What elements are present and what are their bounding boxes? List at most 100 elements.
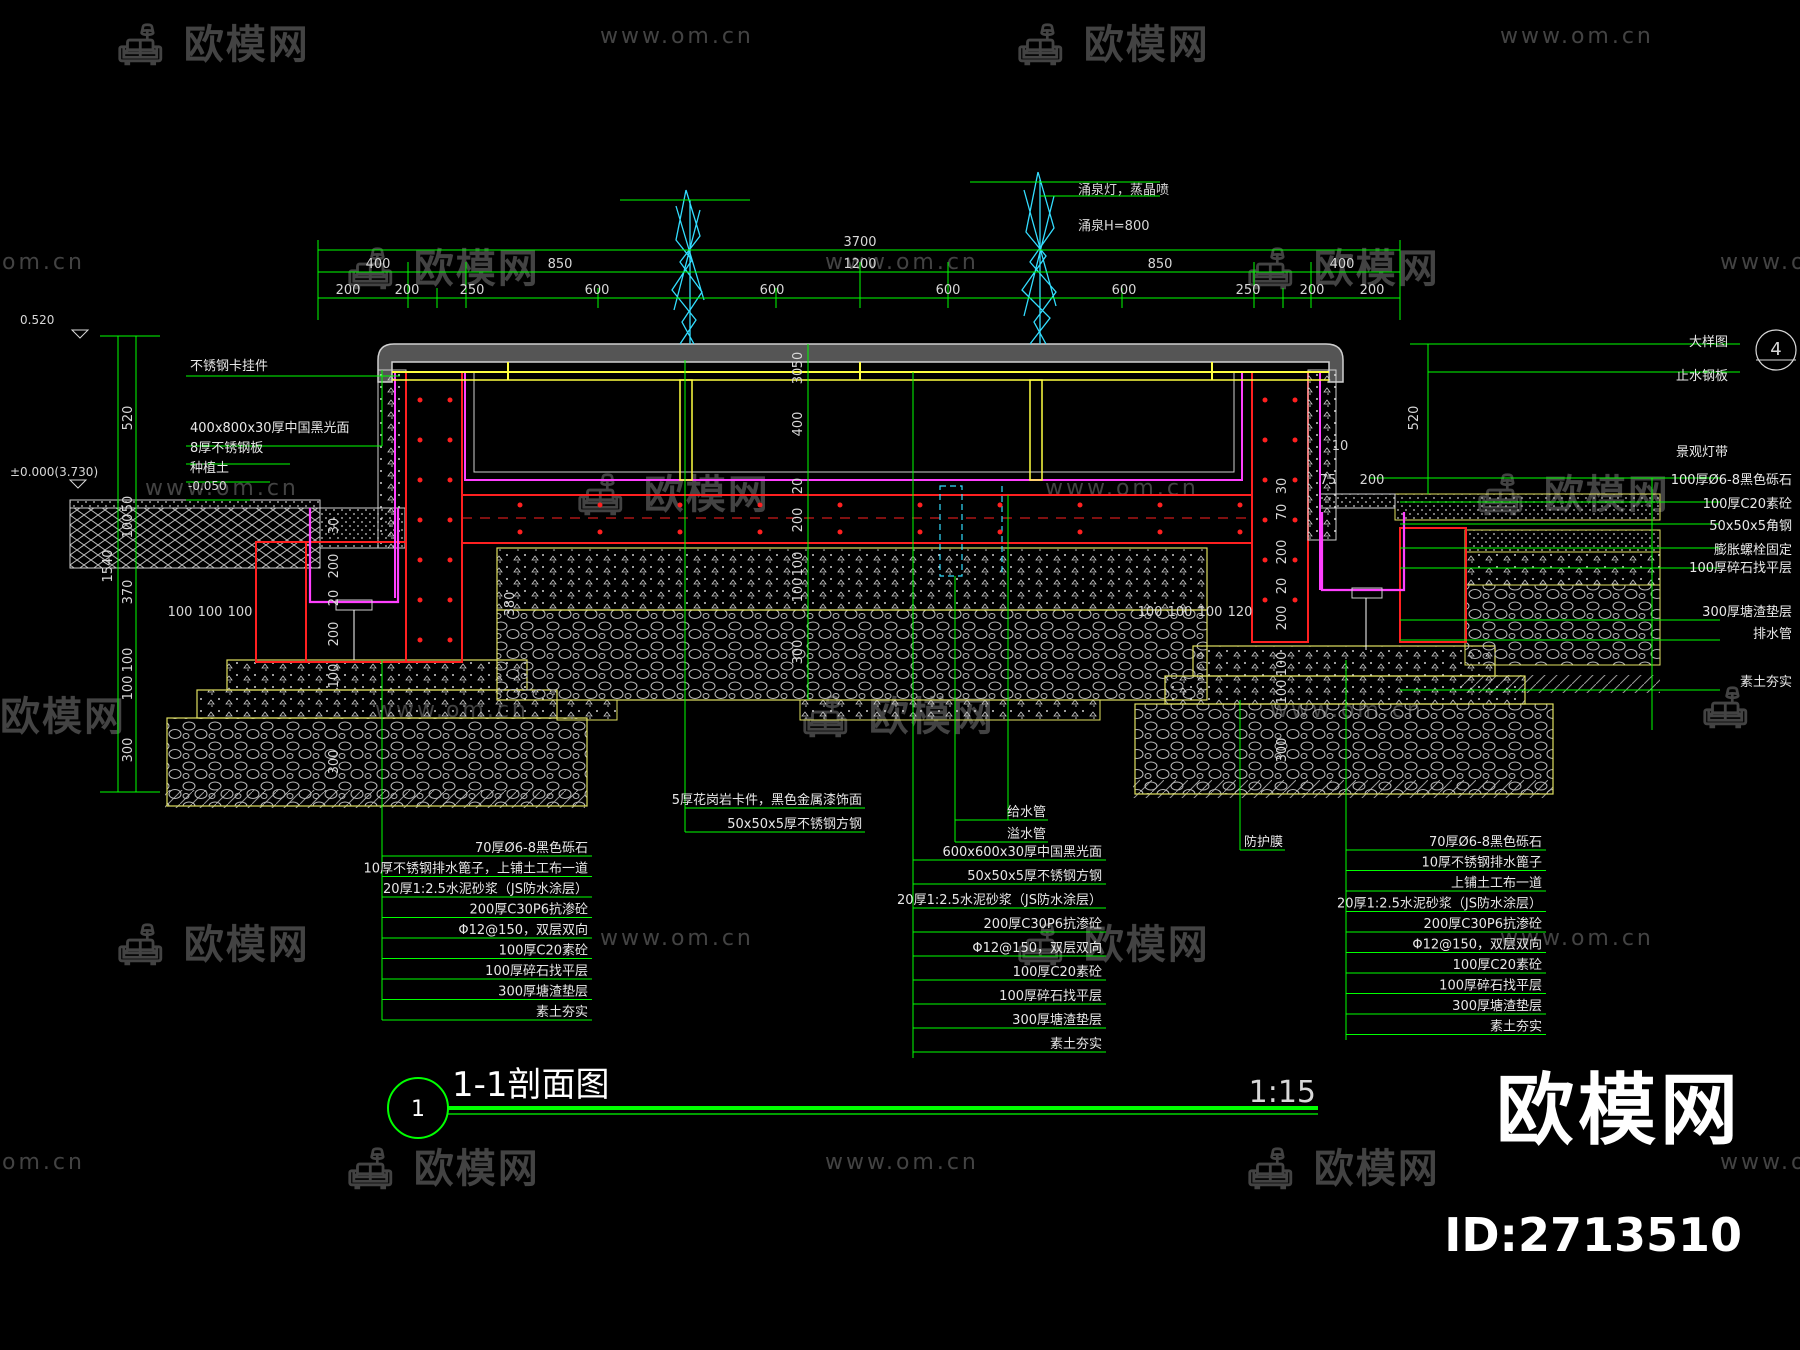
svg-text:大样图: 大样图 xyxy=(1689,335,1728,350)
watermark-url: www.om.cn xyxy=(600,24,754,49)
svg-text:100: 100 xyxy=(121,676,136,701)
watermark-url: www.om.cn xyxy=(1500,926,1654,951)
brand-logo: 欧模网 xyxy=(1495,1066,1742,1156)
svg-text:给水管: 给水管 xyxy=(1007,805,1046,820)
dim-row1: 400 xyxy=(1330,257,1355,272)
watermark-logo: 🛋 欧模网 xyxy=(1015,922,1210,968)
layer-label: 20厚1:2.5水泥砂浆（JS防水涂层） xyxy=(897,892,1102,908)
layer-label: 600x600x30厚中国黑光面 xyxy=(942,845,1102,860)
sofa-icon: 🛋 xyxy=(1015,22,1068,68)
layer-label: 上铺土工布一道 xyxy=(1451,876,1542,891)
svg-text:50: 50 xyxy=(121,496,136,513)
pool-structure xyxy=(255,343,1467,663)
svg-text:100: 100 xyxy=(198,605,223,620)
fountain-note: 涌泉H=800 xyxy=(1078,218,1149,234)
brand-id: ID:2713510 xyxy=(1444,1208,1742,1262)
level-ground: ±0.000(3.730) xyxy=(10,465,98,479)
watermark-url: om.cn xyxy=(2,250,85,275)
center-layer-labels: 600x600x30厚中国黑光面 50x50x5厚不锈钢方钢 20厚1:2.5水泥砂… xyxy=(897,845,1102,1052)
svg-text:种植土: 种植土 xyxy=(190,461,229,476)
svg-text:300: 300 xyxy=(1275,738,1290,763)
svg-text:止水钢板: 止水钢板 xyxy=(1676,369,1728,384)
left-foundation xyxy=(166,659,588,807)
dim-row2: 200 xyxy=(1360,283,1385,298)
dimension-labels: 3700 400 850 1200 850 400 200 200 250 60… xyxy=(336,182,1385,298)
detail-callout: 4 xyxy=(1755,329,1797,371)
svg-text:素土夯实: 素土夯实 xyxy=(1740,675,1792,690)
svg-text:不锈钢卡挂件: 不锈钢卡挂件 xyxy=(190,359,268,374)
watermark-logo: 🛋 xyxy=(1700,684,1753,731)
layer-label: 20厚1:2.5水泥砂浆（JS防水涂层） xyxy=(383,881,588,897)
drawing-scale: 1:15 xyxy=(1249,1075,1316,1110)
center-foundation xyxy=(496,547,1208,721)
dim-row1: 850 xyxy=(1148,257,1173,272)
svg-text:100: 100 xyxy=(327,664,342,689)
layer-label: 100厚C20素砼 xyxy=(1453,958,1542,973)
svg-text:30: 30 xyxy=(1275,478,1290,495)
dim-row2: 200 xyxy=(1300,283,1325,298)
center-layer-leaders xyxy=(913,859,1106,1053)
fountain-jets xyxy=(671,171,1057,345)
svg-text:8厚不锈钢板: 8厚不锈钢板 xyxy=(190,441,263,456)
svg-text:300: 300 xyxy=(791,640,806,665)
layer-label: 10厚不锈钢排水篦子 xyxy=(1421,856,1542,871)
svg-text:70: 70 xyxy=(1275,504,1290,521)
dim-row1: 400 xyxy=(366,257,391,272)
layer-label: 100厚碎石找平层 xyxy=(485,964,588,979)
svg-text:5厚花岗岩卡件，黑色金属漆饰面: 5厚花岗岩卡件，黑色金属漆饰面 xyxy=(672,792,862,808)
dim-row1: 850 xyxy=(548,257,573,272)
layer-label: 300厚塘渣垫层 xyxy=(498,984,588,1000)
svg-text:100: 100 xyxy=(791,578,806,603)
dim-row2: 200 xyxy=(395,283,420,298)
watermark-logo: 🛋 欧模网 xyxy=(1015,22,1210,68)
svg-text:100: 100 xyxy=(1275,652,1290,677)
vertical-dimension-labels: 520 50 100 370 100 100 300 1540 30 20 20… xyxy=(101,352,1422,775)
svg-text:300厚塘渣垫层: 300厚塘渣垫层 xyxy=(1702,604,1792,620)
watermark-logo: 🛋 欧模网 xyxy=(115,22,310,68)
layer-label: 70厚Ø6-8黑色砾石 xyxy=(1429,834,1542,850)
watermark-logo: 🛋 欧模网 xyxy=(345,246,540,292)
watermark-logo: 🛋 欧模网 xyxy=(1245,246,1440,292)
sofa-icon: 🛋 xyxy=(115,22,168,68)
layer-label: 300厚塘渣垫层 xyxy=(1012,1012,1102,1028)
level-top: 0.520 xyxy=(20,313,54,327)
svg-text:400x800x30厚中国黑光面: 400x800x30厚中国黑光面 xyxy=(190,421,350,436)
svg-text:400: 400 xyxy=(791,412,806,437)
svg-text:100: 100 xyxy=(1275,680,1290,705)
svg-text:200: 200 xyxy=(327,622,342,647)
sofa-icon: 🛋 xyxy=(345,246,398,292)
left-layer-labels: 70厚Ø6-8黑色砾石10厚不锈钢排水篦子，上铺土工布一道20厚1:2.5水泥砂… xyxy=(363,840,588,1020)
dim-row2: 600 xyxy=(760,283,785,298)
left-layer-leaders xyxy=(382,855,592,1021)
svg-text:20: 20 xyxy=(791,478,806,495)
dim-row2: 200 xyxy=(336,283,361,298)
svg-text:20: 20 xyxy=(327,590,342,607)
svg-text:100: 100 xyxy=(1168,605,1193,620)
sofa-icon: 🛋 xyxy=(1015,922,1068,968)
layer-label: 10厚不锈钢排水篦子，上铺土工布一道 xyxy=(363,862,588,877)
svg-text:100: 100 xyxy=(121,514,136,539)
layer-label: Φ12@150，双层双向 xyxy=(972,940,1102,956)
mid-labels: 5厚花岗岩卡件，黑色金属漆饰面 50x50x5厚不锈钢方钢 给水管 溢水管 防护… xyxy=(672,792,1283,850)
title-block: 1 1-1剖面图 1:15 xyxy=(387,1065,1318,1139)
svg-text:300: 300 xyxy=(327,750,342,775)
dimension-lines xyxy=(100,181,1740,1058)
dim-row2: 600 xyxy=(1112,283,1137,298)
watermark-url: www.om.cn xyxy=(1720,1150,1800,1175)
section-number: 1 xyxy=(411,1097,425,1122)
layer-label: 300厚塘渣垫层 xyxy=(1452,998,1542,1014)
svg-text:50x50x5厚不锈钢方钢: 50x50x5厚不锈钢方钢 xyxy=(727,816,862,832)
layer-label: 50x50x5厚不锈钢方钢 xyxy=(967,868,1102,884)
sofa-icon: 🛋 xyxy=(1245,1146,1298,1192)
dim-overall: 3700 xyxy=(843,235,876,250)
svg-text:100: 100 xyxy=(1198,605,1223,620)
layer-label: Φ12@150，双层双向 xyxy=(1412,937,1542,953)
svg-text:520: 520 xyxy=(121,406,136,431)
sofa-icon: 🛋 xyxy=(1245,246,1298,292)
layer-label: 200厚C30P6抗渗砼 xyxy=(983,917,1102,932)
svg-text:50: 50 xyxy=(791,352,806,369)
right-layer-labels: 70厚Ø6-8黑色砾石10厚不锈钢排水篦子上铺土工布一道20厚1:2.5水泥砂浆… xyxy=(1337,834,1542,1035)
svg-text:防护膜: 防护膜 xyxy=(1244,834,1283,850)
svg-text:300: 300 xyxy=(121,738,136,763)
